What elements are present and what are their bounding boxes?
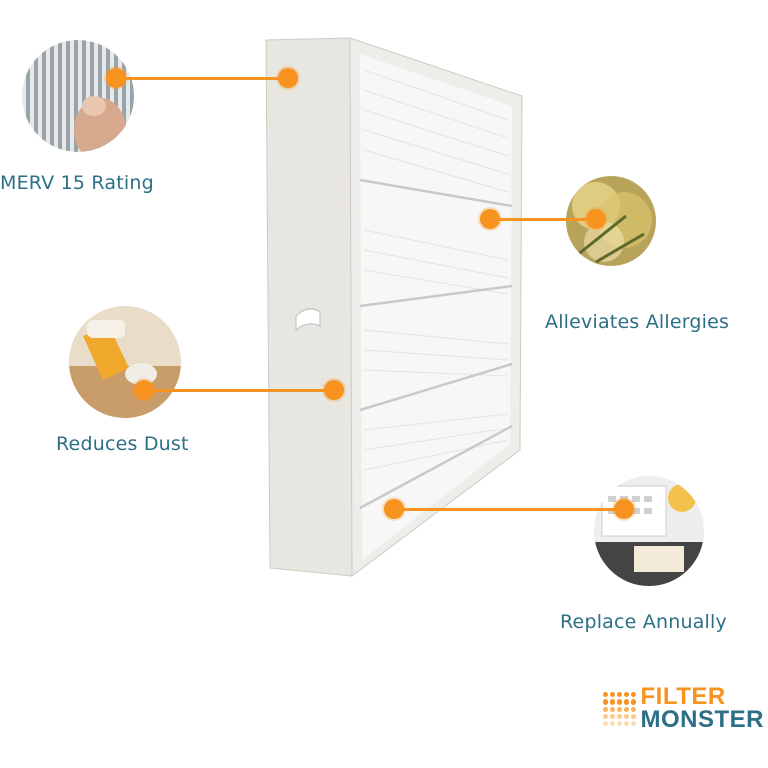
filter-monster-logo: FILTER MONSTER	[602, 683, 765, 734]
replace-callout-dot	[614, 499, 634, 519]
brand-name-line-1: FILTER	[640, 683, 726, 711]
replace-label: Replace Annually	[560, 611, 727, 633]
replace-callout-line	[394, 508, 624, 511]
merv-pleat-image	[22, 40, 134, 152]
allergies-callout-dot	[586, 209, 606, 229]
allergies-label: Alleviates Allergies	[545, 311, 730, 333]
allergies-pollen-image	[566, 176, 656, 266]
merv-anchor-dot	[278, 68, 298, 88]
air-filter-product-image	[265, 37, 523, 577]
allergies-callout-line	[490, 218, 590, 221]
merv-callout-line	[116, 77, 288, 80]
brand-dot-grid-icon	[602, 692, 637, 727]
replace-calendar-image	[594, 476, 704, 586]
dust-label: Reduces Dust	[56, 433, 189, 455]
dust-broom-image	[69, 306, 181, 418]
brand-name-line-2: MONSTER	[640, 706, 764, 734]
merv-label: MERV 15 Rating	[0, 172, 154, 194]
dust-anchor-dot	[324, 380, 344, 400]
dust-callout-line	[144, 389, 334, 392]
